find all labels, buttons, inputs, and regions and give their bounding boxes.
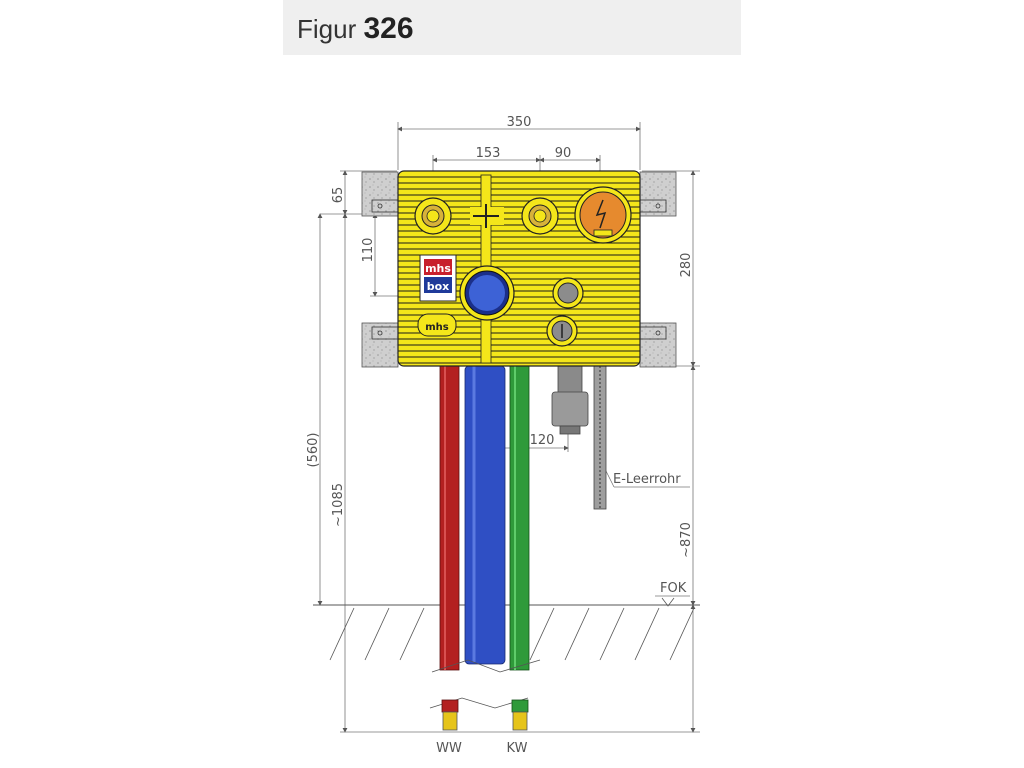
dim-height-box: 280 <box>679 253 694 278</box>
figure-number: 326 <box>363 12 414 45</box>
figure-header: Figur 326 <box>283 0 741 55</box>
cold-water-fitting <box>512 711 528 731</box>
conduit-label: E-Leerrohr <box>613 472 681 487</box>
figure-word: Figur <box>297 14 357 44</box>
floor <box>313 604 700 661</box>
bracket-bottom-left <box>361 322 399 368</box>
dim-width-total: 350 <box>507 115 532 130</box>
floor-level-marker <box>661 597 675 607</box>
hot-water-fitting <box>442 711 458 731</box>
dim-spacing-right: 90 <box>555 146 572 161</box>
dim-height-lower: (560) <box>306 433 321 468</box>
floor-level-label: FOK <box>660 581 687 596</box>
dim-height-total: ~1085 <box>331 483 346 527</box>
logo-bottom-text: box <box>427 280 450 293</box>
logo-small-text: mhs <box>425 322 449 333</box>
dim-pipe-offset: 120 <box>530 433 555 448</box>
bracket-bottom-right <box>639 322 677 368</box>
installation-box: mhs box mhs <box>397 170 641 367</box>
blue-pipe <box>464 365 506 665</box>
drain-fitting <box>557 365 583 395</box>
dim-vertical-spacing: 110 <box>361 238 376 263</box>
dim-spacing-left: 153 <box>476 146 501 161</box>
lightning-icon <box>595 199 607 229</box>
cold-water-label: KW <box>507 741 528 756</box>
bracket-top-right <box>639 171 677 217</box>
cold-water-pipe <box>509 365 530 671</box>
hot-water-label: WW <box>436 741 462 756</box>
logo-top-text: mhs <box>425 262 451 275</box>
dimension-labels: 350 153 90 65 110 280 (560) ~1085 ~870 1… <box>306 115 694 756</box>
dim-top-offset: 65 <box>331 187 346 204</box>
brand-logo: mhs box <box>419 254 457 302</box>
pipes <box>429 365 607 731</box>
figure-title: Figur 326 <box>297 12 414 46</box>
dim-height-floor: ~870 <box>679 522 694 558</box>
bracket-top-left <box>361 171 399 217</box>
hot-water-pipe <box>439 365 460 671</box>
small-logo: mhs <box>417 313 457 337</box>
